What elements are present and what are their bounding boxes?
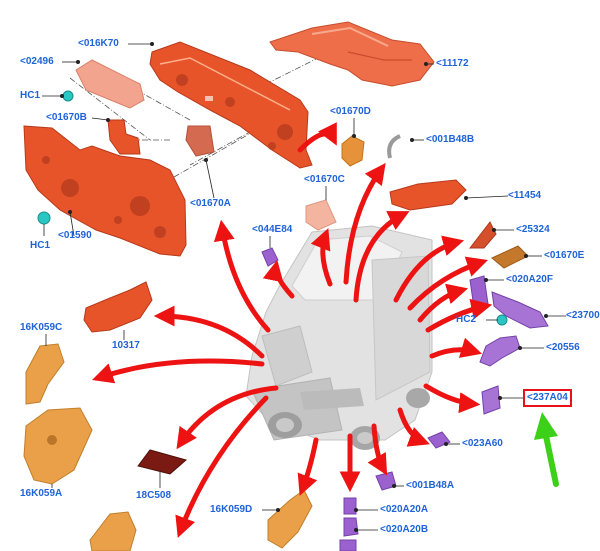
- arrow-to-01670c: [310, 228, 333, 287]
- arrow-to-25324: [393, 235, 465, 303]
- arrow-to-01670e: [407, 256, 488, 311]
- clip-020a20b: [343, 517, 359, 537]
- label-hc2[interactable]: HC2: [456, 314, 477, 325]
- label-16k059d[interactable]: 16K059D: [210, 504, 253, 515]
- label-01670c[interactable]: <01670C: [304, 174, 345, 185]
- bracket-01670b: [107, 119, 141, 155]
- bracket-16k059c: [25, 343, 65, 405]
- leader-lines: [42, 42, 566, 533]
- arrow-to-01670a: [213, 219, 271, 333]
- arrow-to-020a20f: [417, 283, 469, 323]
- pad-01670c: [305, 199, 337, 231]
- label-hc1-bottom[interactable]: HC1: [30, 240, 51, 251]
- label-02496[interactable]: <02496: [20, 56, 54, 67]
- fastener-hc1-bottom: [37, 211, 51, 225]
- label-01590[interactable]: <01590: [58, 230, 92, 241]
- insulator-11454: [389, 179, 467, 211]
- dash-panel-lower: [23, 125, 187, 257]
- floor-insulation-11172: [269, 21, 435, 87]
- clip-020a20c: [339, 539, 357, 551]
- arrow-to-044e84: [262, 259, 295, 299]
- arrow-to-023a60: [397, 407, 430, 447]
- clip-001b48b: [387, 134, 401, 159]
- pad-25324: [468, 221, 497, 249]
- bracket-bottom-left: [89, 511, 137, 551]
- arrow-to-001b48a: [367, 423, 388, 476]
- label-01670b[interactable]: <01670B: [46, 112, 87, 123]
- arrow-to-18c508: [176, 385, 279, 450]
- label-01670e[interactable]: <01670E: [544, 250, 585, 261]
- arrow-to-20556: [429, 337, 483, 359]
- label-18c508[interactable]: 18C508: [136, 490, 172, 501]
- bracket-20556: [479, 335, 521, 367]
- dash-panel-upper: [149, 41, 313, 169]
- green-pointer-arrow: [534, 412, 559, 487]
- label-10317[interactable]: 10317: [112, 340, 140, 351]
- label-16k059c[interactable]: 16K059C: [20, 322, 63, 333]
- arrow-to-23700: [425, 298, 493, 333]
- label-020a20f[interactable]: <020A20F: [506, 274, 553, 285]
- label-hc1-top[interactable]: HC1: [20, 90, 41, 101]
- arrow-to-bottom-left: [175, 395, 269, 538]
- label-11172[interactable]: <11172: [436, 58, 469, 69]
- callout-arrows: [92, 122, 493, 538]
- label-237a04[interactable]: <237A04: [523, 389, 572, 407]
- clip-044e84: [261, 247, 279, 267]
- arrow-to-dash-upper: [297, 122, 337, 153]
- label-001b48b[interactable]: <001B48B: [426, 134, 475, 145]
- arrow-to-001b48b: [343, 162, 386, 285]
- insulator-10317: [83, 281, 153, 333]
- bracket-23700: [491, 291, 549, 329]
- arrow-to-11454: [353, 211, 410, 303]
- fastener-hc2: [496, 314, 508, 326]
- label-001b48a[interactable]: <001B48A: [406, 480, 455, 491]
- label-20556[interactable]: <20556: [546, 342, 580, 353]
- pad-01670d: [341, 135, 365, 167]
- label-11454[interactable]: <11454: [508, 190, 542, 201]
- arrow-to-237a04: [423, 383, 481, 414]
- vehicle-body: [245, 225, 433, 450]
- fastener-hc1-top: [62, 90, 74, 102]
- label-25324[interactable]: <25324: [516, 224, 550, 235]
- label-020a20a[interactable]: <020A20A: [380, 504, 429, 515]
- label-020a20b[interactable]: <020A20B: [380, 524, 429, 535]
- bracket-16k059d: [267, 489, 313, 549]
- label-23700[interactable]: <23700: [566, 310, 600, 321]
- bracket-16k059a: [23, 407, 93, 485]
- label-023a60[interactable]: <023A60: [462, 438, 503, 449]
- label-016k70[interactable]: <016K70: [78, 38, 119, 49]
- arrow-to-10317: [153, 305, 265, 359]
- pad-01670e: [491, 245, 529, 269]
- arrow-to-16k059a-area: [92, 358, 265, 384]
- pad-02496: [75, 59, 145, 109]
- label-044e84[interactable]: <044E84: [252, 224, 293, 235]
- label-01670d[interactable]: <01670D: [330, 106, 371, 117]
- clip-020a20a: [343, 497, 357, 515]
- pad-18c508: [137, 449, 188, 475]
- arrow-to-16k059d: [297, 437, 319, 496]
- label-16k059a[interactable]: 16K059A: [20, 488, 63, 499]
- panel-237a04: [481, 385, 501, 415]
- pad-01670a: [185, 125, 215, 157]
- label-01670a[interactable]: <01670A: [190, 198, 231, 209]
- bracket-16k059a-hole: [47, 435, 57, 445]
